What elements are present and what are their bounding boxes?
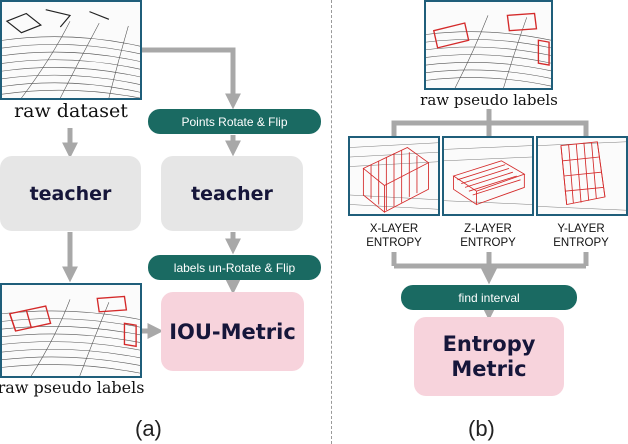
x-layer-entropy-line1: X-LAYER — [369, 223, 419, 235]
y-layer-entropy-label: Y-LAYER ENTROPY — [536, 222, 626, 250]
y-layer-entropy-line1: Y-LAYER — [557, 223, 605, 235]
raw-pseudo-labels-thumbnail-b — [424, 0, 553, 90]
raw-pseudo-labels-label-a: raw pseudo labels — [0, 378, 145, 397]
x-layer-entropy-line2: ENTROPY — [366, 237, 422, 249]
raw-dataset-thumbnail — [0, 0, 142, 100]
arrow-dataset-to-pill — [142, 47, 242, 110]
iou-metric-box: IOU-Metric — [161, 292, 304, 371]
y-layer-entropy-line2: ENTROPY — [553, 237, 609, 249]
z-layer-entropy-line1: Z-LAYER — [464, 223, 512, 235]
find-interval-pill: find interval — [401, 285, 577, 310]
x-layer-entropy-image — [348, 136, 440, 216]
y-layer-entropy-image — [536, 136, 628, 216]
labels-unrotate-flip-pill: labels un-Rotate & Flip — [148, 255, 321, 280]
entropy-metric-line2: Metric — [451, 356, 527, 381]
panel-divider — [331, 0, 332, 444]
z-layer-entropy-line2: ENTROPY — [460, 237, 516, 249]
teacher-box-right: teacher — [161, 156, 303, 231]
points-rotate-flip-pill: Points Rotate & Flip — [148, 109, 321, 134]
caption-b: (b) — [468, 416, 495, 441]
x-layer-entropy-label: X-LAYER ENTROPY — [349, 222, 439, 250]
raw-pseudo-labels-label-b: raw pseudo labels — [420, 91, 558, 109]
entropy-metric-box: Entropy Metric — [414, 317, 564, 396]
z-layer-entropy-image — [442, 136, 534, 216]
entropy-metric-line1: Entropy — [442, 331, 536, 356]
caption-a: (a) — [135, 416, 162, 441]
raw-dataset-label: raw dataset — [14, 100, 128, 122]
z-layer-entropy-label: Z-LAYER ENTROPY — [443, 222, 533, 250]
teacher-box-left: teacher — [0, 156, 141, 231]
raw-pseudo-labels-thumbnail-a — [0, 283, 142, 378]
